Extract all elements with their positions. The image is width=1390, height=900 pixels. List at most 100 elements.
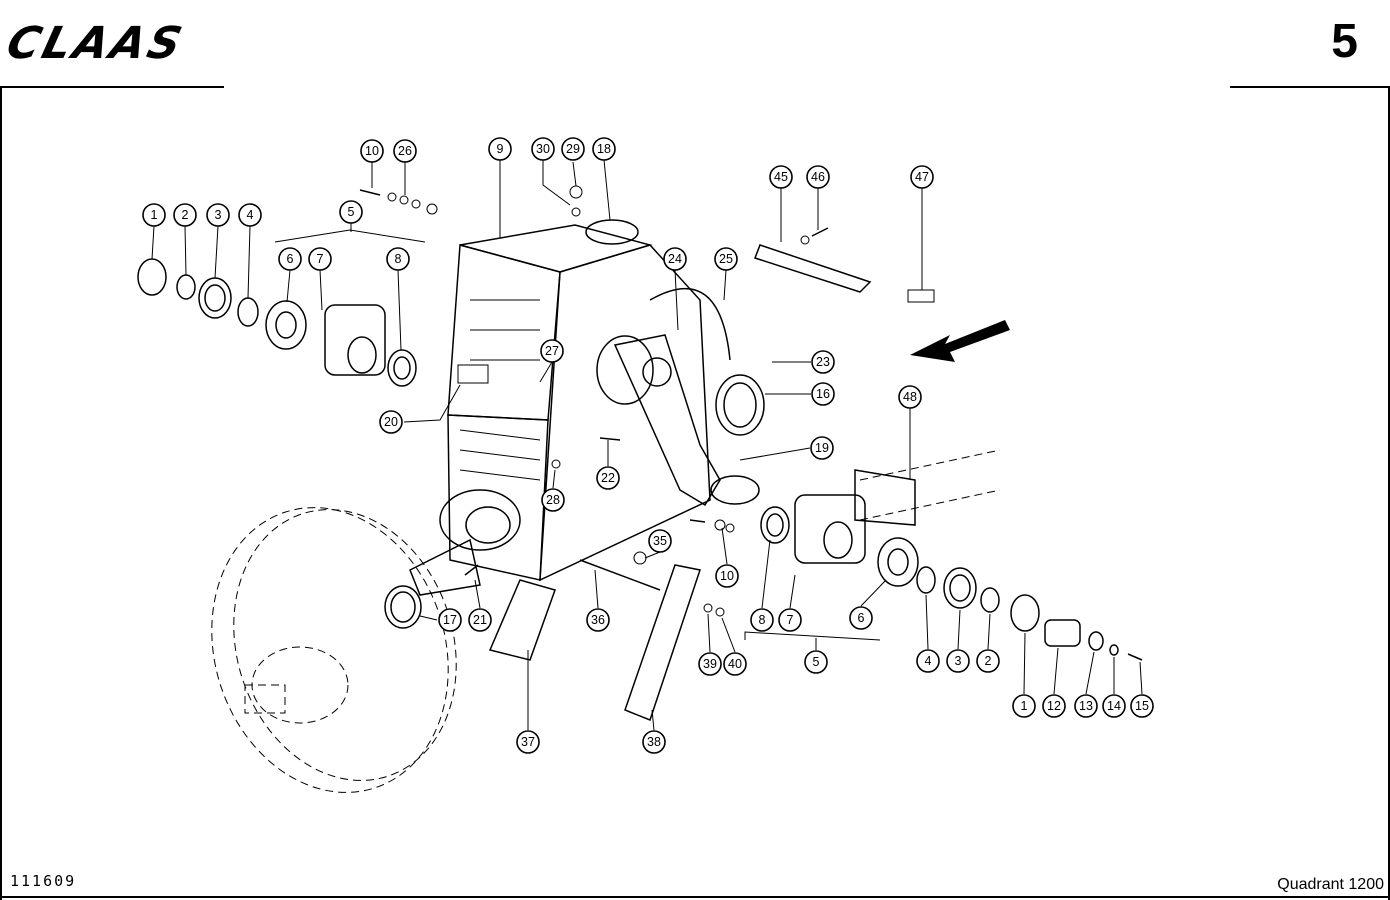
gearbox-housing — [409, 219, 711, 596]
svg-text:14: 14 — [1107, 699, 1121, 713]
svg-text:25: 25 — [719, 252, 733, 266]
callout-10-right: 10 — [715, 564, 739, 588]
callout-47: 47 — [910, 165, 934, 189]
header-rule-left — [0, 86, 224, 88]
callout-40: 40 — [723, 652, 747, 676]
callout-17: 17 — [438, 608, 462, 632]
callout-24: 24 — [663, 247, 687, 271]
svg-text:39: 39 — [703, 657, 717, 671]
callout-15: 15 — [1130, 694, 1154, 718]
right-bearing-stack — [760, 494, 1143, 661]
svg-text:48: 48 — [903, 390, 917, 404]
header-rule-right — [1230, 86, 1390, 88]
callout-12: 12 — [1042, 694, 1066, 718]
callout-27: 27 — [540, 339, 564, 363]
svg-text:16: 16 — [816, 387, 830, 401]
svg-text:26: 26 — [398, 144, 412, 158]
callout-1-left: 1 — [142, 203, 166, 227]
svg-text:35: 35 — [653, 534, 667, 548]
svg-text:17: 17 — [443, 613, 457, 627]
page-number: 5 — [1331, 15, 1358, 68]
svg-text:46: 46 — [811, 170, 825, 184]
svg-text:37: 37 — [521, 735, 535, 749]
crank-arm — [613, 287, 765, 507]
svg-text:15: 15 — [1135, 699, 1149, 713]
callout-8-left: 8 — [386, 247, 410, 271]
callout-14: 14 — [1102, 694, 1126, 718]
frame-right — [1388, 86, 1390, 900]
frame-bottom — [0, 896, 1390, 898]
svg-text:5: 5 — [813, 655, 820, 669]
callout-28: 28 — [541, 488, 565, 512]
callout-2-right: 2 — [976, 649, 1000, 673]
callout-6-right: 6 — [849, 606, 873, 630]
svg-text:19: 19 — [815, 441, 829, 455]
leader-lines — [151, 159, 1143, 731]
svg-text:6: 6 — [858, 611, 865, 625]
svg-text:6: 6 — [287, 252, 294, 266]
frame-left — [0, 86, 2, 900]
svg-text:21: 21 — [473, 613, 487, 627]
svg-text:7: 7 — [317, 252, 324, 266]
callout-2-left: 2 — [173, 203, 197, 227]
callout-48: 48 — [898, 385, 922, 409]
svg-text:29: 29 — [566, 142, 580, 156]
svg-text:4: 4 — [925, 654, 932, 668]
svg-text:23: 23 — [816, 355, 830, 369]
svg-text:7: 7 — [787, 613, 794, 627]
drawing-code: 111609 — [10, 872, 77, 890]
callout-10-top: 10 — [360, 139, 384, 163]
svg-text:12: 12 — [1047, 699, 1061, 713]
direction-arrow — [910, 320, 1010, 362]
callout-9: 9 — [488, 137, 512, 161]
svg-text:13: 13 — [1079, 699, 1093, 713]
svg-text:20: 20 — [384, 415, 398, 429]
fasteners — [359, 185, 935, 629]
flywheel-outline — [211, 507, 457, 793]
callout-36: 36 — [586, 608, 610, 632]
callout-16: 16 — [811, 382, 835, 406]
callout-3-right: 3 — [946, 649, 970, 673]
svg-text:1: 1 — [151, 208, 158, 222]
callout-8-right: 8 — [750, 608, 774, 632]
mounting-brackets — [488, 244, 1001, 721]
callout-39: 39 — [698, 652, 722, 676]
svg-text:28: 28 — [546, 493, 560, 507]
svg-text:45: 45 — [774, 170, 788, 184]
callout-3-left: 3 — [206, 203, 230, 227]
svg-text:22: 22 — [601, 471, 615, 485]
callout-30: 30 — [531, 137, 555, 161]
callout-20: 20 — [379, 410, 403, 434]
callout-35: 35 — [648, 529, 672, 553]
svg-text:18: 18 — [597, 142, 611, 156]
svg-text:3: 3 — [955, 654, 962, 668]
callout-6-left: 6 — [278, 247, 302, 271]
callout-21: 21 — [468, 608, 492, 632]
left-bearing-stack — [137, 258, 417, 387]
callout-23: 23 — [811, 350, 835, 374]
svg-text:38: 38 — [647, 735, 661, 749]
svg-text:2: 2 — [182, 208, 189, 222]
callout-22: 22 — [596, 466, 620, 490]
svg-text:40: 40 — [728, 657, 742, 671]
callout-19: 19 — [810, 436, 834, 460]
callout-5-left: 5 — [339, 200, 363, 224]
callout-5-right: 5 — [804, 650, 828, 674]
callout-7-right: 7 — [778, 608, 802, 632]
callout-45: 45 — [769, 165, 793, 189]
svg-text:5: 5 — [348, 205, 355, 219]
callout-4-left: 4 — [238, 203, 262, 227]
callout-4-right: 4 — [916, 649, 940, 673]
svg-text:10: 10 — [720, 569, 734, 583]
svg-text:1: 1 — [1021, 699, 1028, 713]
svg-text:30: 30 — [536, 142, 550, 156]
callout-46: 46 — [806, 165, 830, 189]
svg-text:36: 36 — [591, 613, 605, 627]
callout-13: 13 — [1074, 694, 1098, 718]
svg-text:8: 8 — [395, 252, 402, 266]
callout-29: 29 — [561, 137, 585, 161]
callout-7-left: 7 — [308, 247, 332, 271]
callout-25: 25 — [714, 247, 738, 271]
svg-text:8: 8 — [759, 613, 766, 627]
